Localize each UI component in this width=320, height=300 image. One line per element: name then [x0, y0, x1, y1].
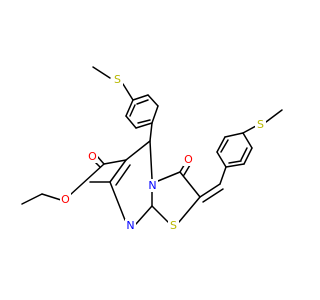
- atom-o-ester-ether: O: [60, 193, 71, 206]
- bond-ar2-b: [216, 136, 226, 153]
- bond-layer: [21, 66, 283, 225]
- bond-ar2-in2: [240, 147, 248, 161]
- bond-ar1-b: [147, 94, 159, 107]
- bond-ch-n1: [149, 140, 153, 180]
- bond-c6-c7: [109, 159, 127, 183]
- atom-n-bridgehead: N: [147, 179, 158, 192]
- bond-ar2-c: [224, 132, 244, 138]
- bond-co-c2: [179, 171, 201, 198]
- bond-n1-co: [157, 171, 181, 182]
- bond-ar1-a: [132, 94, 149, 101]
- bond-c2-ch: [199, 183, 221, 198]
- bond-s2-me: [265, 109, 283, 123]
- bond-ar2-a: [216, 151, 227, 168]
- atom-label-o-ring-carbonyl: O: [184, 153, 193, 166]
- atom-label-s-methylthio-top: S: [114, 73, 121, 86]
- atom-o-ester-carbonyl: O: [87, 150, 98, 163]
- bond-ar1-d: [135, 122, 153, 129]
- bond-ar2-in1: [220, 139, 229, 153]
- bond-et1-et2: [21, 193, 43, 205]
- bond-c6-coo: [103, 159, 127, 165]
- bond-coo-o3: [69, 163, 105, 196]
- bond-coo-o2: [96, 155, 105, 165]
- bond-ar2-f: [225, 163, 245, 168]
- bond-ar1-e: [125, 115, 137, 129]
- bond-s1-ring: [122, 83, 134, 101]
- bond-ar2-s2: [242, 125, 257, 134]
- bond-s1-methyl: [92, 66, 111, 79]
- bond-c2-ch-dbl: [202, 188, 224, 203]
- bond-ar1-ch: [149, 122, 153, 142]
- atom-label-s-methylthio-right: S: [257, 118, 264, 131]
- atom-label-s-thiazole: S: [170, 219, 177, 232]
- atom-s-thiazole: S: [168, 219, 179, 232]
- atom-label-o-ester-carbonyl: O: [88, 150, 97, 163]
- bond-ar1-f: [125, 99, 134, 117]
- molecule-diagram: S S O O O N N: [21, 66, 283, 232]
- atom-s-methylthio-top: S: [112, 73, 123, 86]
- bond-ar1-in1: [136, 99, 149, 105]
- bond-ar2-in3: [228, 160, 242, 164]
- bond-n2-c8: [135, 205, 153, 225]
- atom-n-imine: N: [125, 219, 136, 232]
- bond-o3-et1: [41, 193, 62, 201]
- atom-label-o-ester-ether: O: [61, 193, 70, 206]
- bond-co-o1-dbl: [183, 164, 191, 176]
- atom-label-n-bridgehead: N: [148, 179, 156, 192]
- atom-o-ring-carbonyl: O: [183, 153, 194, 166]
- bond-ch-c6: [125, 140, 151, 161]
- bond-ar2-d: [242, 132, 253, 149]
- bond-ar1-c: [151, 105, 159, 124]
- bond-ar1-in3: [129, 104, 136, 117]
- bond-ar2-e: [243, 147, 253, 165]
- atom-s-methylthio-right: S: [255, 118, 266, 131]
- bond-c7-n2: [109, 181, 126, 221]
- bond-ch-ar2: [219, 166, 227, 185]
- bond-c6-c7-dbl: [115, 164, 131, 186]
- bond-ar1-in2: [137, 119, 151, 124]
- atom-label-n-imine: N: [126, 219, 134, 232]
- bond-c8-s3: [151, 205, 169, 223]
- bond-c2-s3: [178, 196, 201, 223]
- atom-label-layer: S S O O O N N: [60, 73, 266, 232]
